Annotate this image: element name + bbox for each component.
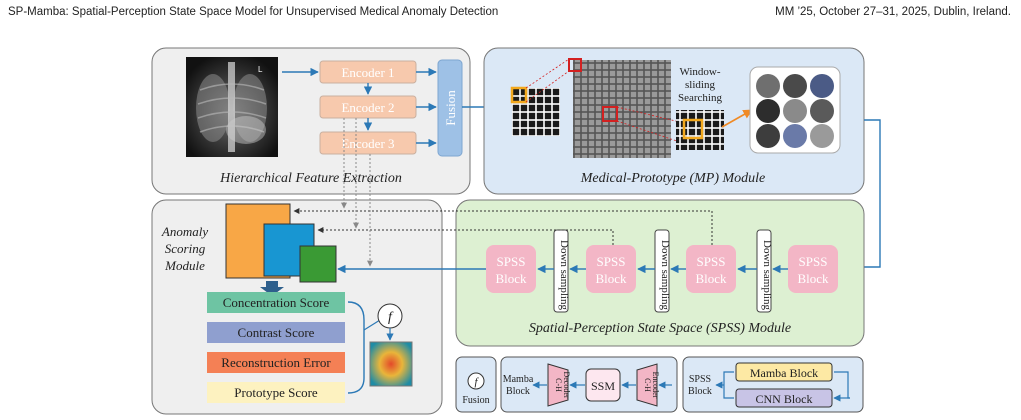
prototype-bank-grid <box>573 60 671 158</box>
spss-block-1-label-1: SPSS <box>497 254 526 269</box>
legend-spss-block: SPSS Block Mamba Block CNN Block <box>682 356 864 413</box>
concentration-score-label: Concentration Score <box>223 295 330 310</box>
spss-block-4-label-2: Block <box>797 271 829 286</box>
asm-title-3: Module <box>164 258 205 273</box>
downsampling-3 <box>756 229 772 313</box>
query-feature-grid <box>512 88 560 136</box>
fusion-f-symbol: f <box>388 310 394 325</box>
spss-block-2-label-1: SPSS <box>597 254 626 269</box>
prototype-window-top <box>568 58 582 72</box>
running-header-venue: MM ’25, October 27–31, 2025, Dublin, Ire… <box>775 6 1011 18</box>
feature-map-3 <box>299 245 337 283</box>
ssm-label: SSM <box>591 379 615 393</box>
downsampling-3-label: Down sampling <box>761 240 773 310</box>
legend-mamba-block-box <box>735 362 833 382</box>
asm-panel: Anomaly Scoring Module Concentration Sco… <box>151 199 443 415</box>
hfe-panel: L Encoder 1 Encoder 2 Encoder 3 Fusion H… <box>151 47 471 195</box>
asm-title-2: Scoring <box>165 241 206 256</box>
spss-panel: SPSS Block SPSS Block SPSS Block SPSS Bl… <box>455 199 865 347</box>
down-arrow-icon <box>260 281 284 296</box>
running-header-title: SP-Mamba: Spatial-Perception State Space… <box>8 6 499 18</box>
fusion-label: Fusion <box>443 90 458 126</box>
ch-encoder <box>636 363 658 407</box>
fusion-block <box>437 59 463 157</box>
spss-block-4-label-1: SPSS <box>799 254 828 269</box>
legend-mamba-label-1: Mamba <box>503 374 534 385</box>
asm-title-1: Anomaly <box>161 224 208 239</box>
mp-panel: Window- sliding Searching Medical-Protot… <box>483 47 865 195</box>
spss-block-1 <box>486 245 536 293</box>
search-label-2: sliding <box>685 79 715 91</box>
search-label-1: Window- <box>679 66 720 78</box>
search-window <box>682 118 704 140</box>
downsampling-1 <box>553 229 569 313</box>
ch-decoder <box>547 363 569 407</box>
spss-block-3 <box>686 245 736 293</box>
spss-block-4 <box>788 245 838 293</box>
legend-fusion: f Fusion <box>455 356 497 413</box>
xray-marker: L <box>258 65 263 74</box>
ch-encoder-label-1: C-H <box>643 378 652 392</box>
legend-cnn-block-label: CNN Block <box>756 392 813 406</box>
hfe-title: Hierarchical Feature Extraction <box>219 171 402 186</box>
query-window <box>510 86 528 104</box>
legend-fusion-label: Fusion <box>462 395 489 406</box>
reconstruction-error-label: Reconstruction Error <box>221 355 331 370</box>
spss-block-1-label-2: Block <box>495 271 527 286</box>
ch-decoder-label-2: Decoder <box>562 371 571 398</box>
legend-mamba-label-2: Block <box>506 386 530 397</box>
prototype-score-box <box>207 382 345 403</box>
prototype-score-label: Prototype Score <box>234 385 318 400</box>
search-label-3: Searching <box>678 92 722 104</box>
prototype-window-mid <box>602 106 618 122</box>
downsampling-2 <box>654 229 670 313</box>
legend-spss-label-1: SPSS <box>689 374 711 385</box>
spss-block-3-label-2: Block <box>695 271 727 286</box>
chest-xray-image: L <box>186 57 278 157</box>
ch-decoder-label-1: C-H <box>554 378 563 392</box>
contrast-score-box <box>207 322 345 343</box>
legend-spss-label-2: Block <box>688 386 712 397</box>
encoder-1-label: Encoder 1 <box>341 65 394 80</box>
mp-title: Medical-Prototype (MP) Module <box>580 171 766 186</box>
contrast-score-label: Contrast Score <box>238 325 315 340</box>
legend-f-icon <box>467 372 485 390</box>
ch-encoder-label-2: Encoder <box>651 372 660 399</box>
concentration-score-box <box>207 292 345 313</box>
prototype-thumbnails <box>756 74 834 148</box>
legend-cnn-block-box <box>735 388 833 408</box>
spss-title: Spatial-Perception State Space (SPSS) Mo… <box>529 321 791 336</box>
spss-block-2-label-2: Block <box>595 271 627 286</box>
legend-mamba-block: Mamba Block C-H Decoder SSM C-H Encoder <box>500 356 678 413</box>
legend-f-symbol: f <box>474 376 479 388</box>
reconstruction-error-box <box>207 352 345 373</box>
spss-block-2 <box>586 245 636 293</box>
legend-mamba-block-label: Mamba Block <box>750 366 818 380</box>
anomaly-heatmap <box>369 341 413 387</box>
encoder-2-label: Encoder 2 <box>341 100 394 115</box>
spss-block-3-label-1: SPSS <box>697 254 726 269</box>
ssm-block <box>585 368 621 402</box>
encoder-3-label: Encoder 3 <box>341 136 394 151</box>
downsampling-1-label: Down sampling <box>558 240 570 310</box>
downsampling-2-label: Down sampling <box>659 240 671 310</box>
